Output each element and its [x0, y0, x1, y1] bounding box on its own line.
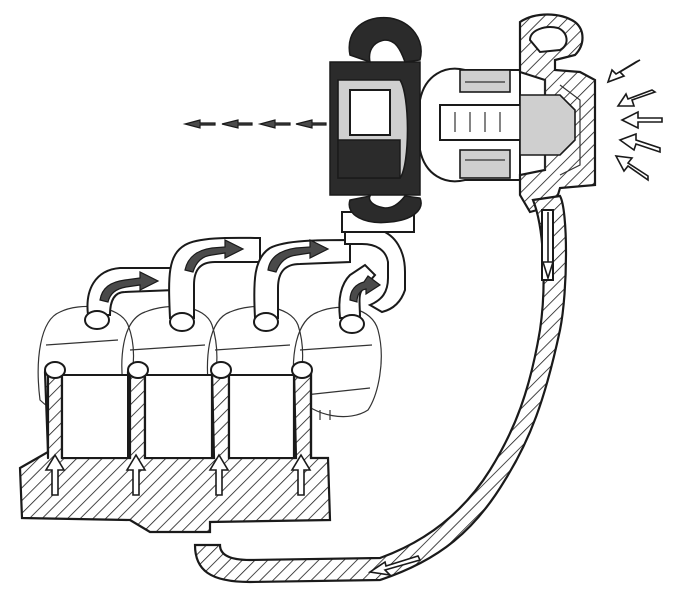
intake-air-arrow-1	[606, 59, 641, 84]
exhaust-manifold	[84, 211, 415, 334]
intake-runner-arrow-2	[125, 453, 147, 496]
exhaust-out-arrows	[182, 119, 327, 129]
exhaust-out-arrow-2	[221, 119, 253, 129]
charge-air-pipe	[193, 194, 568, 584]
exhaust-flow-arrow-1	[99, 271, 160, 303]
cylinder-4	[292, 306, 382, 418]
compressor-housing	[518, 13, 597, 214]
intake-air-arrow-5	[614, 155, 649, 182]
intake-runner-arrow-1	[44, 453, 66, 496]
intake-air-arrow-2	[616, 89, 657, 107]
charge-air-arrow-down	[541, 212, 555, 281]
intake-manifold	[18, 361, 332, 534]
intake-runner-arrows	[44, 453, 312, 496]
exhaust-flow-arrows	[99, 239, 382, 303]
exhaust-flow-arrow-2	[184, 239, 245, 273]
exhaust-out-arrow-4	[295, 119, 327, 129]
intake-runner-arrow-4	[290, 453, 312, 496]
center-housing	[419, 67, 531, 183]
exhaust-flow-arrow-4	[349, 275, 382, 303]
exhaust-flow-arrow-3	[267, 239, 330, 273]
intake-runner-arrow-3	[208, 453, 230, 496]
intake-air-arrow-3	[620, 110, 663, 130]
exhaust-out-arrow-3	[257, 119, 291, 129]
turbine-housing	[329, 16, 422, 224]
intake-air-arrows	[606, 59, 663, 182]
charge-air-arrow-return	[367, 555, 422, 577]
intake-air-arrow-4	[618, 132, 661, 154]
exhaust-out-arrow-1	[182, 119, 216, 129]
